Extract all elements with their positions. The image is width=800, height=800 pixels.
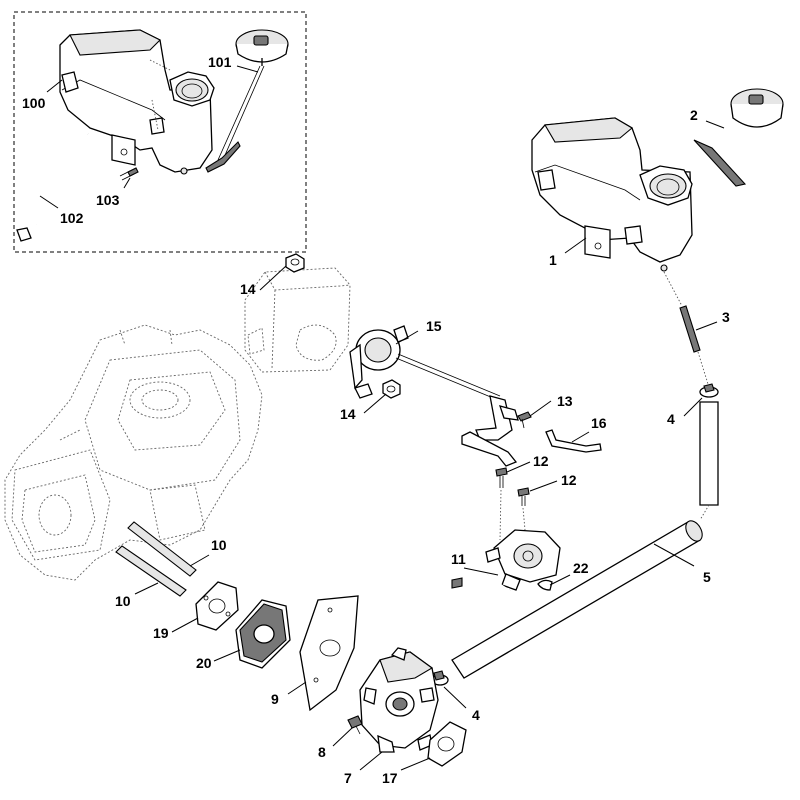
callout-17: 17 [382, 770, 398, 786]
callout-12-right: 12 [561, 472, 577, 488]
fuel-filter [663, 271, 709, 385]
screw-12-right [517, 487, 530, 531]
callout-8: 8 [318, 744, 326, 760]
engine-block-ghost [4, 324, 263, 581]
callout-14-upper: 14 [240, 281, 256, 297]
callout-19: 19 [153, 625, 169, 641]
callout-9: 9 [271, 691, 279, 707]
callout-11: 11 [451, 551, 466, 567]
carburettor [359, 647, 439, 753]
stud-lower [115, 545, 187, 597]
callout-16: 16 [591, 415, 607, 431]
callout-5: 5 [703, 569, 711, 585]
screw-12-left [495, 467, 508, 541]
callout-103: 103 [96, 192, 120, 208]
heat-plate-9 [299, 595, 359, 712]
callout-10-lower: 10 [115, 593, 131, 609]
callout-22: 22 [573, 560, 589, 576]
callout-1: 1 [549, 252, 557, 268]
hose-clamp-upper [699, 383, 719, 398]
muffler-ghost [244, 267, 351, 373]
callout-3: 3 [722, 309, 730, 325]
fuel-cap-with-gauge [205, 29, 289, 173]
choke-link-16 [545, 429, 602, 453]
clip-22 [537, 579, 553, 591]
callout-7: 7 [344, 770, 352, 786]
gasket-19 [195, 581, 239, 631]
stud-upper [127, 521, 197, 577]
callout-10-upper: 10 [211, 537, 227, 553]
fuel-tank [531, 117, 693, 272]
callout-labels: 100 101 102 103 1 2 3 4 5 14 14 15 13 16… [22, 54, 730, 786]
hose-clamp-lower [431, 670, 449, 686]
callout-101: 101 [208, 54, 232, 70]
fuel-hose [451, 401, 719, 679]
nut-14-lower [382, 379, 401, 399]
callout-4-lower: 4 [472, 707, 480, 723]
insulator-20 [235, 599, 291, 669]
screw-13 [517, 411, 532, 429]
callout-20: 20 [196, 655, 212, 671]
callout-102: 102 [60, 210, 84, 226]
choke-control-assembly [349, 325, 519, 467]
callout-14-lower: 14 [340, 406, 356, 422]
fuel-tank-kit [59, 29, 215, 175]
callout-100: 100 [22, 95, 46, 111]
fuel-cap [693, 88, 784, 187]
callout-13: 13 [557, 393, 573, 409]
callout-15: 15 [426, 318, 442, 334]
callout-4-upper: 4 [667, 411, 675, 427]
leader-lines [39, 65, 725, 771]
gasket-17 [427, 721, 467, 767]
screw-8 [347, 715, 363, 735]
screw-103 [119, 167, 139, 181]
nut-14-upper [285, 253, 305, 273]
callout-2: 2 [690, 107, 698, 123]
callout-12-left: 12 [533, 453, 549, 469]
fuel-pump [439, 529, 561, 616]
